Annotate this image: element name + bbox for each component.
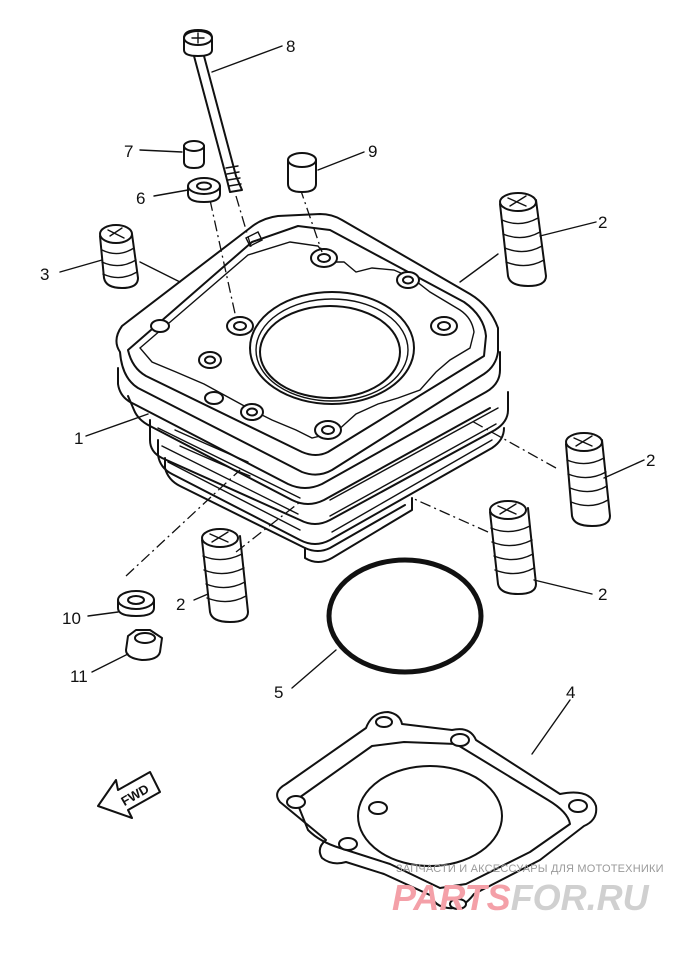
- callout-6: 6: [136, 189, 145, 208]
- callout-2-right: 2: [646, 451, 655, 470]
- dowel-pin-9: [287, 152, 317, 193]
- callout-2-bottom-right: 2: [598, 585, 607, 604]
- callout-10: 10: [62, 609, 81, 628]
- callout-9: 9: [368, 142, 377, 161]
- callout-4: 4: [566, 683, 575, 702]
- cylinder-base-gasket: [276, 711, 598, 910]
- callout-11: 11: [70, 667, 88, 686]
- callout-5: 5: [274, 683, 283, 702]
- washer-10: [117, 590, 155, 617]
- callout-3: 3: [40, 265, 49, 284]
- dowel-pin-7: [183, 140, 205, 169]
- stud-bolt-2-top-right: [499, 192, 547, 287]
- cylinder-block: [115, 213, 509, 563]
- callout-2-bottom-left: 2: [176, 595, 185, 614]
- o-ring: [326, 557, 484, 675]
- stud-bolt-2-bottom-right: [489, 500, 537, 595]
- watermark: ЗАПЧАСТИ И АКСЕССУАРЫ ДЛЯ МОТОТЕХНИКИ PA…: [392, 863, 664, 918]
- callout-7: 7: [124, 142, 133, 161]
- callout-2-top-right: 2: [598, 213, 607, 232]
- callout-8: 8: [286, 37, 295, 56]
- watermark-tagline: ЗАПЧАСТИ И АКСЕССУАРЫ ДЛЯ МОТОТЕХНИКИ: [396, 863, 664, 875]
- stud-bolt-3: [99, 224, 139, 289]
- nut-11: [125, 629, 163, 661]
- watermark-brand-part1: PARTS: [392, 877, 511, 918]
- through-bolt: [183, 29, 323, 319]
- stud-bolt-2-bottom-left: [201, 528, 249, 623]
- watermark-brand-part2: FOR.RU: [511, 877, 650, 918]
- callouts: 8 7 6 9 3 2 2 2 2 1 10 11 5 4: [40, 37, 655, 702]
- washer-6: [187, 177, 221, 203]
- stud-bolt-2-right: [565, 432, 611, 527]
- callout-1: 1: [74, 429, 83, 448]
- watermark-brand: PARTSFOR.RU: [392, 877, 650, 918]
- leader-lines: [59, 45, 645, 755]
- forward-direction-arrow: FWD: [97, 771, 161, 819]
